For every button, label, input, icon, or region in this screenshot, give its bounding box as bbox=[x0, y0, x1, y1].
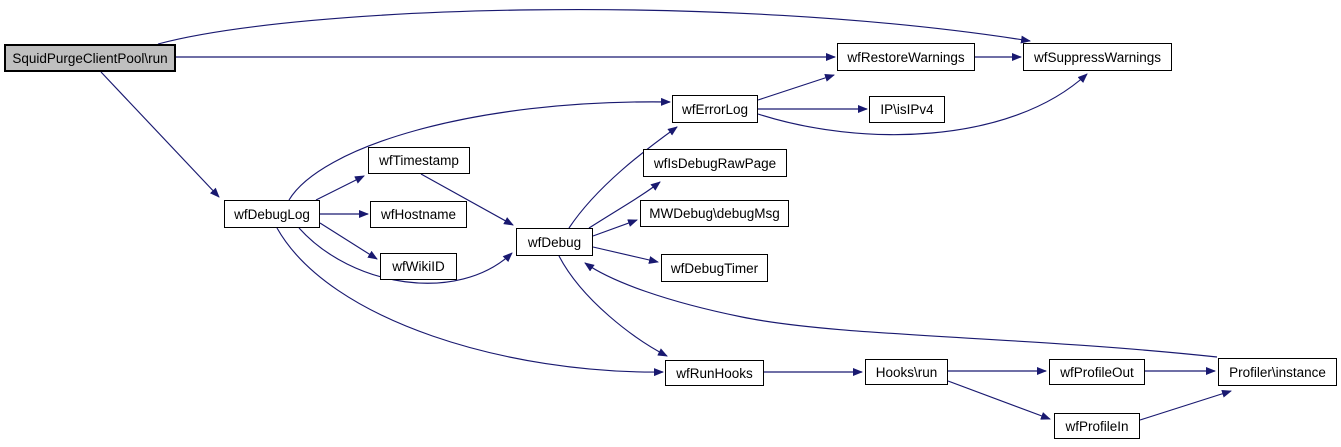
edge-wfDebugLog-to-wfWikiID bbox=[319, 222, 378, 260]
node-wfDebugTimer[interactable]: wfDebugTimer bbox=[661, 254, 768, 282]
node-Hooks-run[interactable]: Hooks\run bbox=[865, 359, 948, 385]
edge-wfTimestamp-to-wfDebug bbox=[420, 173, 514, 226]
edge-wfDebug-to-MWDebug-debugMsg bbox=[592, 219, 638, 237]
edge-wfDebug-to-wfErrorLog bbox=[568, 126, 678, 229]
edge-SquidPurgeClientPool-run-to-wfDebugLog bbox=[100, 71, 220, 198]
edge-wfErrorLog-to-wfRestoreWarnings bbox=[757, 74, 835, 101]
edge-group bbox=[100, 9, 1232, 421]
node-IP-isIPv4[interactable]: IP\isIPv4 bbox=[869, 96, 945, 123]
node-wfProfileOut[interactable]: wfProfileOut bbox=[1049, 359, 1145, 385]
node-wfRunHooks[interactable]: wfRunHooks bbox=[665, 360, 764, 386]
edge-Profiler-instance-to-wfDebug bbox=[584, 262, 1218, 358]
edge-wfDebugLog-to-wfErrorLog bbox=[288, 97, 671, 201]
edge-Hooks-run-to-wfProfileIn bbox=[947, 380, 1051, 420]
node-wfTimestamp[interactable]: wfTimestamp bbox=[368, 147, 470, 174]
node-wfHostname[interactable]: wfHostname bbox=[370, 201, 467, 228]
node-SquidPurgeClientPool-run: SquidPurgeClientPool\run bbox=[4, 44, 176, 72]
node-wfDebugLog[interactable]: wfDebugLog bbox=[224, 200, 320, 228]
edge-SquidPurgeClientPool-run-to-wfSuppressWarnings bbox=[157, 9, 1031, 45]
node-wfIsDebugRawPage[interactable]: wfIsDebugRawPage bbox=[643, 149, 787, 177]
node-Profiler-instance[interactable]: Profiler\instance bbox=[1218, 358, 1337, 386]
node-wfRestoreWarnings[interactable]: wfRestoreWarnings bbox=[837, 43, 975, 71]
node-wfProfileIn[interactable]: wfProfileIn bbox=[1054, 413, 1140, 439]
node-wfErrorLog[interactable]: wfErrorLog bbox=[672, 95, 758, 123]
edge-wfErrorLog-to-wfSuppressWarnings bbox=[757, 73, 1088, 136]
edge-wfDebug-to-wfRunHooks bbox=[558, 255, 668, 357]
node-MWDebug-debugMsg[interactable]: MWDebug\debugMsg bbox=[640, 200, 789, 227]
edge-wfDebug-to-wfDebugTimer bbox=[592, 246, 659, 264]
edge-wfDebugLog-to-wfRunHooks bbox=[276, 227, 664, 377]
edge-wfDebugLog-to-wfTimestamp bbox=[315, 175, 365, 201]
edge-wfProfileIn-to-Profiler-instance bbox=[1139, 389, 1232, 421]
node-wfWikiID[interactable]: wfWikiID bbox=[380, 253, 457, 280]
node-wfSuppressWarnings[interactable]: wfSuppressWarnings bbox=[1023, 43, 1172, 71]
node-wfDebug[interactable]: wfDebug bbox=[516, 228, 593, 256]
edge-wfDebugLog-to-wfDebug bbox=[298, 227, 513, 284]
edge-wfDebug-to-wfIsDebugRawPage bbox=[588, 181, 661, 229]
